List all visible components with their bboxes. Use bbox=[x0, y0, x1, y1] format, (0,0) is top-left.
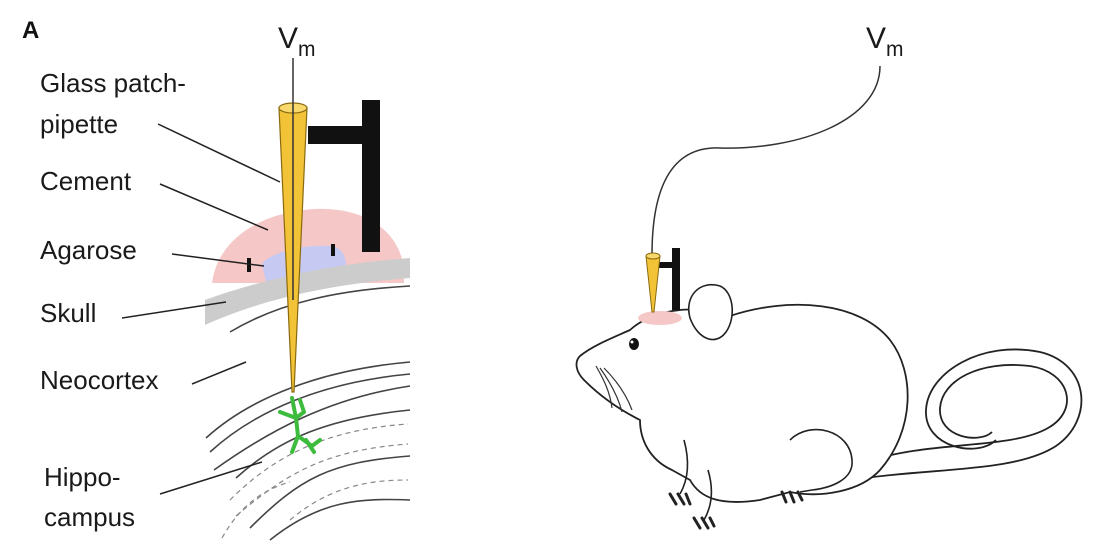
mouse-whiskers bbox=[595, 365, 633, 413]
label-agarose: Agarose bbox=[40, 235, 137, 265]
mouse-ear bbox=[687, 283, 733, 341]
craniotomy-edge-right bbox=[331, 244, 335, 256]
hippocampus-outline-1 bbox=[235, 409, 411, 479]
label-hippocampus-line1: Hippo- bbox=[44, 462, 121, 492]
recording-cable bbox=[651, 65, 881, 256]
hippocampus-dashed-4 bbox=[221, 481, 291, 539]
vm-label-right: Vm bbox=[866, 22, 904, 61]
mouse-front-leg-1 bbox=[679, 439, 689, 495]
mouse-head-cement bbox=[638, 311, 682, 325]
mouse-tail bbox=[865, 364, 1068, 463]
hippocampus-dashed-1 bbox=[229, 423, 409, 501]
mouse-eye-highlight bbox=[630, 340, 634, 344]
mouse-illustration: Vm bbox=[575, 22, 1083, 530]
mouse-front-leg-2 bbox=[703, 469, 713, 521]
leader-lines bbox=[121, 123, 281, 495]
label-cement: Cement bbox=[40, 166, 132, 196]
mouse-pipette bbox=[645, 255, 661, 313]
label-hippocampus-line2: campus bbox=[44, 502, 135, 532]
neuron bbox=[278, 396, 322, 454]
label-neocortex: Neocortex bbox=[40, 365, 159, 395]
mouse-pipette-holder bbox=[656, 248, 680, 310]
skull-band bbox=[205, 258, 410, 325]
mouse-hind-leg bbox=[789, 428, 853, 493]
mouse-paws bbox=[668, 490, 804, 530]
pipette-holder bbox=[308, 100, 380, 252]
panel-letter: A bbox=[22, 17, 39, 44]
hippocampus-outline-3 bbox=[269, 498, 411, 541]
hippocampus-dashed-2 bbox=[235, 443, 409, 517]
vm-label-left: Vm bbox=[278, 22, 316, 61]
mouse-eye bbox=[629, 338, 639, 350]
mouse-pipette-opening bbox=[645, 252, 661, 260]
mouse-body bbox=[575, 303, 909, 503]
mouse-tail-lower bbox=[865, 348, 1083, 479]
hippocampus-outline-2 bbox=[249, 455, 411, 529]
cortex-layer-line-2 bbox=[209, 373, 411, 453]
cortex-layer-line-3 bbox=[213, 385, 411, 471]
brain-section-schematic: A Vm bbox=[22, 17, 411, 541]
cortex-surface-line bbox=[229, 285, 411, 333]
label-glass-pipette-line2: pipette bbox=[40, 109, 118, 139]
label-skull: Skull bbox=[40, 298, 96, 328]
cortex-layer-line-1 bbox=[205, 361, 411, 439]
label-glass-pipette-line1: Glass patch- bbox=[40, 68, 186, 98]
craniotomy-edge-left bbox=[247, 258, 251, 272]
